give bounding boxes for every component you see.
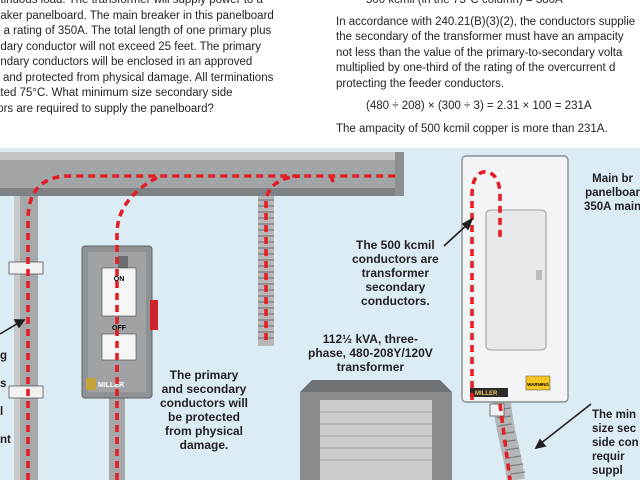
question-text: ntinuous load. The transformer will supp… bbox=[0, 0, 314, 117]
left-conduit bbox=[8, 196, 44, 480]
leader-arrows bbox=[0, 217, 592, 450]
question-line: y and protected from physical damage. Al… bbox=[0, 71, 274, 84]
question-line: ntinuous load. The transformer will supp… bbox=[0, 0, 263, 6]
protection-label: The primary and secondary conductors wil… bbox=[160, 368, 249, 452]
answer-para-line: multiplied by one-third of the rating of… bbox=[336, 62, 616, 74]
question-line: eaker panelboard. The main breaker in th… bbox=[0, 9, 274, 22]
answer-para-line: not less than the value of the primary-t… bbox=[336, 46, 623, 59]
answer-conclusion: The ampacity of 500 kcmil copper is more… bbox=[336, 122, 608, 135]
minimum-size-label: The min size sec side con requir suppl bbox=[592, 409, 639, 477]
disconnect-off-label: OFF bbox=[112, 325, 127, 332]
main-breaker-label: Main br panelboar 350A main bbox=[584, 173, 640, 213]
wireway bbox=[0, 152, 404, 196]
question-line: ated 75°C. What minimum size secondary s… bbox=[0, 87, 233, 99]
panelboard: WARNING MILLER bbox=[461, 155, 569, 403]
left-edge-label: g s l nt bbox=[0, 350, 11, 446]
answer-formula: (480 ÷ 208) × (300 ÷ 3) = 2.31 × 100 = 2… bbox=[366, 100, 592, 112]
question-line: e a rating of 350A. The total length of … bbox=[0, 25, 272, 37]
panel-warning-label: WARNING bbox=[527, 382, 549, 387]
disconnect-switch: ON OFF MILLER bbox=[81, 245, 158, 399]
question-line: ondary conductors will be enclosed in an… bbox=[0, 56, 253, 68]
disconnect-on-label: ON bbox=[114, 276, 125, 283]
transformer bbox=[300, 380, 452, 480]
answer-para-line: the secondary of the transformer must ha… bbox=[336, 31, 624, 43]
answer-text: 500 kcmil (in the 75°C column) = 380A In… bbox=[336, 0, 640, 137]
answer-para-line: In accordance with 240.21(B)(3)(2), the … bbox=[336, 15, 636, 28]
answer-line-1: 500 kcmil (in the 75°C column) = 380A bbox=[366, 0, 563, 6]
secondary-conductors-label: The 500 kcmil conductors are transformer… bbox=[352, 238, 439, 308]
answer-para-line: protecting the feeder conductors. bbox=[336, 77, 505, 90]
conductors bbox=[26, 170, 512, 480]
wiring-diagram: ON OFF MILLER WARNING MILLER bbox=[0, 148, 640, 480]
disconnect-brand: MILLER bbox=[98, 382, 124, 389]
transformer-label: 112½ kVA, three- phase, 480-208Y/120V tr… bbox=[308, 332, 433, 374]
question-line: tors are required to supply the panelboa… bbox=[0, 102, 214, 115]
question-line: ndary conductor will not exceed 25 feet.… bbox=[0, 40, 261, 53]
panel-brand: MILLER bbox=[475, 391, 498, 397]
